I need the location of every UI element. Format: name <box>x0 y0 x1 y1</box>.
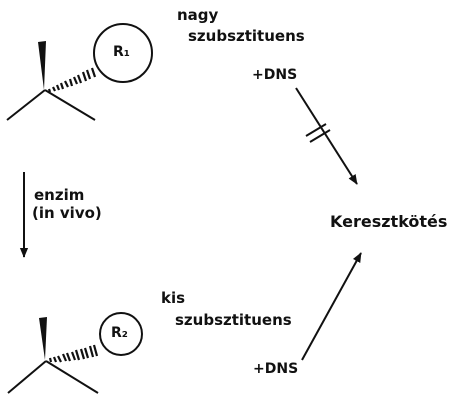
blocked-reaction-arrow <box>295 87 358 185</box>
top-left-bond <box>6 89 46 121</box>
top-hashed-bond <box>47 67 97 93</box>
dna-top-label: +DNS <box>252 67 298 83</box>
bottom-molecule <box>7 312 143 394</box>
top-right-bond <box>44 89 96 121</box>
top-ring-label: R₁ <box>113 44 130 60</box>
top-size-line2: szubsztituens <box>188 27 305 45</box>
bottom-wedge-bond <box>39 317 47 360</box>
bottom-size-line1: kis <box>161 289 186 307</box>
blocked-mark <box>305 123 331 143</box>
in-vivo-label: (in vivo) <box>32 204 102 222</box>
top-size-line1: nagy <box>177 6 219 24</box>
bottom-size-line2: szubsztituens <box>175 311 292 329</box>
bottom-substituent-ring <box>99 312 143 356</box>
bottom-hashed-bond <box>48 344 99 363</box>
crosslink-label: Keresztkötés <box>330 212 448 231</box>
enzyme-label: enzim <box>34 186 85 204</box>
top-substituent-ring <box>93 23 153 83</box>
top-wedge-bond <box>38 41 46 90</box>
bottom-left-bond <box>7 360 47 394</box>
top-molecule <box>6 23 153 121</box>
bottom-right-bond <box>45 360 99 394</box>
bottom-ring-label: R₂ <box>111 325 128 341</box>
crosslink-reaction-arrow <box>301 252 362 361</box>
dna-bottom-label: +DNS <box>253 361 299 377</box>
